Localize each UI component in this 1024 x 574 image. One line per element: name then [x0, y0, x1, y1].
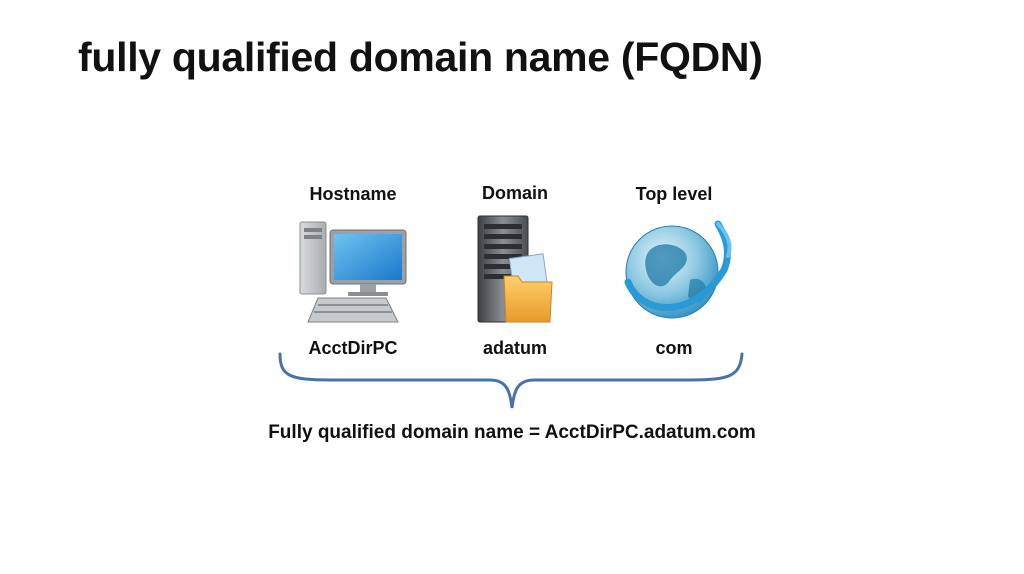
fqdn-result: Fully qualified domain name = AcctDirPC.…	[268, 422, 756, 443]
grouping-brace	[278, 352, 744, 409]
top-level-header: Top level	[635, 184, 713, 204]
domain-value: adatum	[482, 338, 547, 358]
server-folder-icon	[477, 215, 553, 323]
top-level-value: com	[655, 338, 693, 358]
slide-title: fully qualified domain name (FQDN)	[78, 34, 763, 80]
domain-header: Domain	[481, 183, 548, 203]
hostname-header: Hostname	[309, 184, 397, 204]
hostname-value: AcctDirPC	[308, 338, 398, 358]
desktop-computer-icon	[299, 221, 407, 323]
globe-icon	[624, 220, 732, 319]
